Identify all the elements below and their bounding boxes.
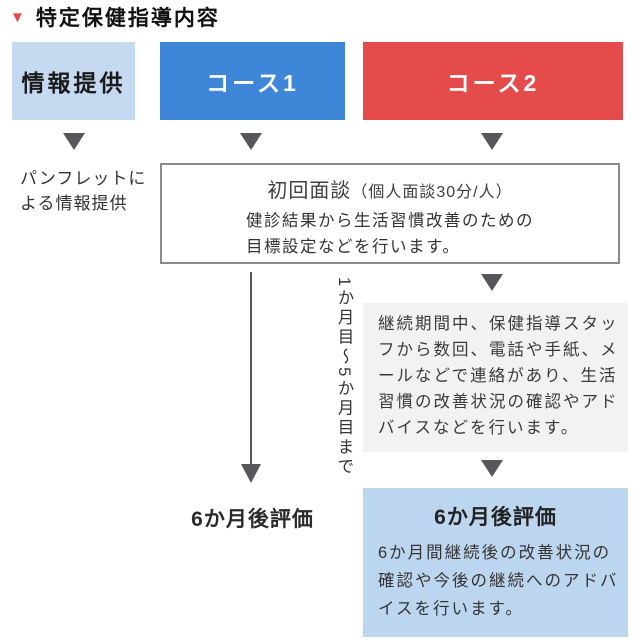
first-meeting-description-line1: 健診結果から生活習慣改善のための: [246, 212, 534, 230]
course1-label: コース1: [206, 70, 299, 96]
first-meeting-description-line2: 目標設定などを行います。: [246, 238, 461, 256]
course2-down-arrow-icon: [481, 133, 503, 150]
info-provision-label: 情報提供: [21, 70, 126, 96]
timeline-label: 1か月目～5か月目まで: [335, 277, 353, 477]
continuation-line4: 習慣の改善状況の確認やアド: [378, 393, 619, 411]
first-meeting-title: 初回面談（個人面談30分/人）: [162, 174, 618, 203]
continuation-line2: フから数回、電話や手紙、メ: [378, 341, 619, 359]
course2-eval-description: 6か月間継続後の改善状況の 確認や今後の継続へのアドバ イスを行います。: [363, 539, 628, 623]
course2-eval-title: 6か月後評価: [434, 506, 557, 529]
course1-eval-label: 6か月後評価: [191, 508, 314, 531]
course1-flow-arrow-line: [250, 272, 252, 466]
course2-eval-line1: 6か月間継続後の改善状況の: [378, 544, 612, 562]
continuation-line3: ールなどで連絡があり、生活: [378, 367, 618, 385]
first-meeting-title-main: 初回面談: [267, 180, 352, 202]
course1-header-box: コース1: [160, 42, 345, 120]
pamphlet-note: パンフレットに よる情報提供: [20, 166, 146, 216]
course2-eval-line2: 確認や今後の継続へのアドバ: [378, 572, 619, 590]
course2-eval-line3: イスを行います。: [378, 600, 524, 618]
continuation-line5: バイスなどを行います。: [378, 419, 580, 437]
info-down-arrow-icon: [63, 133, 85, 150]
continuation-line1: 継続期間中、保健指導スタッ: [378, 315, 619, 333]
first-meeting-box: 初回面談（個人面談30分/人） 健診結果から生活習慣改善のための 目標設定などを…: [160, 163, 620, 264]
continuation-box: 継続期間中、保健指導スタッ フから数回、電話や手紙、メ ールなどで連絡があり、生…: [363, 303, 628, 452]
page-title: ▼ 特定保健指導内容: [10, 2, 220, 32]
first-meeting-title-sub: （個人面談30分/人）: [351, 184, 513, 201]
course2-header-box: コース2: [363, 42, 623, 120]
course2-label: コース2: [446, 70, 540, 96]
first-meeting-description: 健診結果から生活習慣改善のための 目標設定などを行います。: [246, 208, 534, 260]
info-provision-header-box: 情報提供: [12, 42, 135, 120]
course2-mid-arrow-icon: [481, 274, 503, 291]
page-title-text: 特定保健指導内容: [35, 7, 220, 30]
course1-down-arrow-icon: [240, 133, 262, 150]
course2-eval-box: 6か月後評価 6か月間継続後の改善状況の 確認や今後の継続へのアドバ イスを行い…: [363, 488, 628, 637]
course1-flow-arrow-head-icon: [241, 464, 261, 483]
course2-eval-arrow-icon: [481, 460, 503, 477]
red-triangle-icon: ▼: [10, 8, 27, 26]
pamphlet-note-line2: よる情報提供: [20, 194, 128, 213]
pamphlet-note-line1: パンフレットに: [20, 169, 147, 188]
